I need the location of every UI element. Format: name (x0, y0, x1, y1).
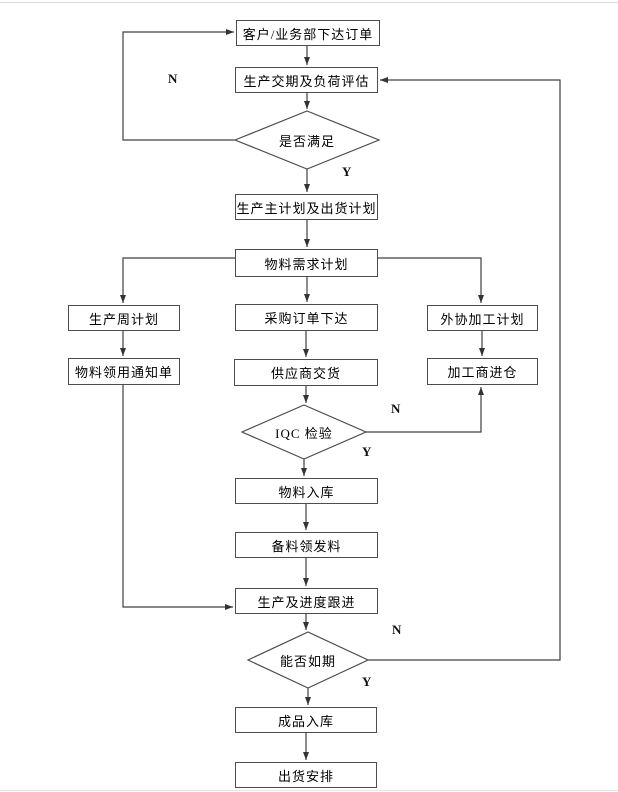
node-prep-material-label: 备料领发料 (271, 538, 342, 554)
node-production-follow-label: 生产及进度跟进 (257, 594, 356, 610)
node-master-plan: 生产主计划及出货计划 (235, 194, 378, 220)
decision-iqc-shape (240, 404, 368, 460)
decision-satisfied-label: 是否满足 (278, 133, 335, 149)
decision-satisfied-shape (233, 110, 381, 170)
node-weekly-plan: 生产周计划 (68, 305, 180, 331)
node-purchase-order-label: 采购订单下达 (264, 311, 349, 326)
node-production-follow: 生产及进度跟进 (235, 588, 378, 614)
node-finished-in-label: 成品入库 (277, 713, 334, 729)
node-finished-in: 成品入库 (235, 707, 377, 733)
edge-mrp-to-outsource (378, 257, 484, 303)
node-processor-in-label: 加工商进仓 (447, 365, 518, 380)
page-bottom-edge (0, 790, 618, 791)
node-material-notice-label: 物料领用通知单 (74, 365, 173, 380)
label-on-schedule-no: N (392, 622, 402, 637)
node-capacity-eval: 生产交期及负荷评估 (235, 67, 378, 93)
node-customer-order-label: 客户/业务部下达订单 (242, 26, 374, 42)
decision-on-schedule-shape (246, 631, 370, 689)
node-mrp: 物料需求计划 (235, 249, 378, 277)
node-weekly-plan-label: 生产周计划 (88, 311, 159, 327)
edge-schedule-no-loop (368, 77, 561, 661)
node-master-plan-label: 生产主计划及出货计划 (236, 200, 377, 216)
label-satisfied-yes: Y (342, 164, 352, 179)
node-supplier-delivery-label: 供应商交货 (270, 366, 341, 381)
decision-iqc-label: IQC 检验 (275, 425, 333, 441)
node-purchase-order: 采购订单下达 (235, 304, 378, 331)
node-capacity-eval-label: 生产交期及负荷评估 (243, 73, 370, 89)
node-shipping: 出货安排 (235, 762, 377, 788)
edge-mrp-to-weekly (120, 257, 235, 303)
node-material-notice: 物料领用通知单 (68, 358, 180, 385)
node-supplier-delivery: 供应商交货 (234, 359, 378, 386)
label-satisfied-no: N (168, 71, 178, 86)
node-customer-order: 客户/业务部下达订单 (236, 20, 380, 46)
node-processor-in: 加工商进仓 (427, 358, 538, 385)
page-top-edge (0, 2, 618, 3)
edge-satisfied-no-loop (122, 29, 235, 141)
node-material-in: 物料入库 (235, 478, 378, 504)
node-outsource-plan-label: 外协加工计划 (440, 311, 525, 327)
label-iqc-no: N (391, 401, 401, 416)
node-outsource-plan: 外协加工计划 (427, 305, 538, 331)
node-material-in-label: 物料入库 (278, 484, 335, 500)
edge-notice-to-follow (122, 385, 233, 610)
node-shipping-label: 出货安排 (277, 768, 334, 784)
label-on-schedule-yes: Y (362, 674, 372, 689)
edge-iqc-no-to-processor (366, 387, 484, 433)
decision-on-schedule-label: 能否如期 (279, 653, 336, 669)
node-prep-material: 备料领发料 (235, 532, 378, 558)
node-mrp-label: 物料需求计划 (264, 256, 349, 272)
label-iqc-yes: Y (362, 444, 372, 459)
